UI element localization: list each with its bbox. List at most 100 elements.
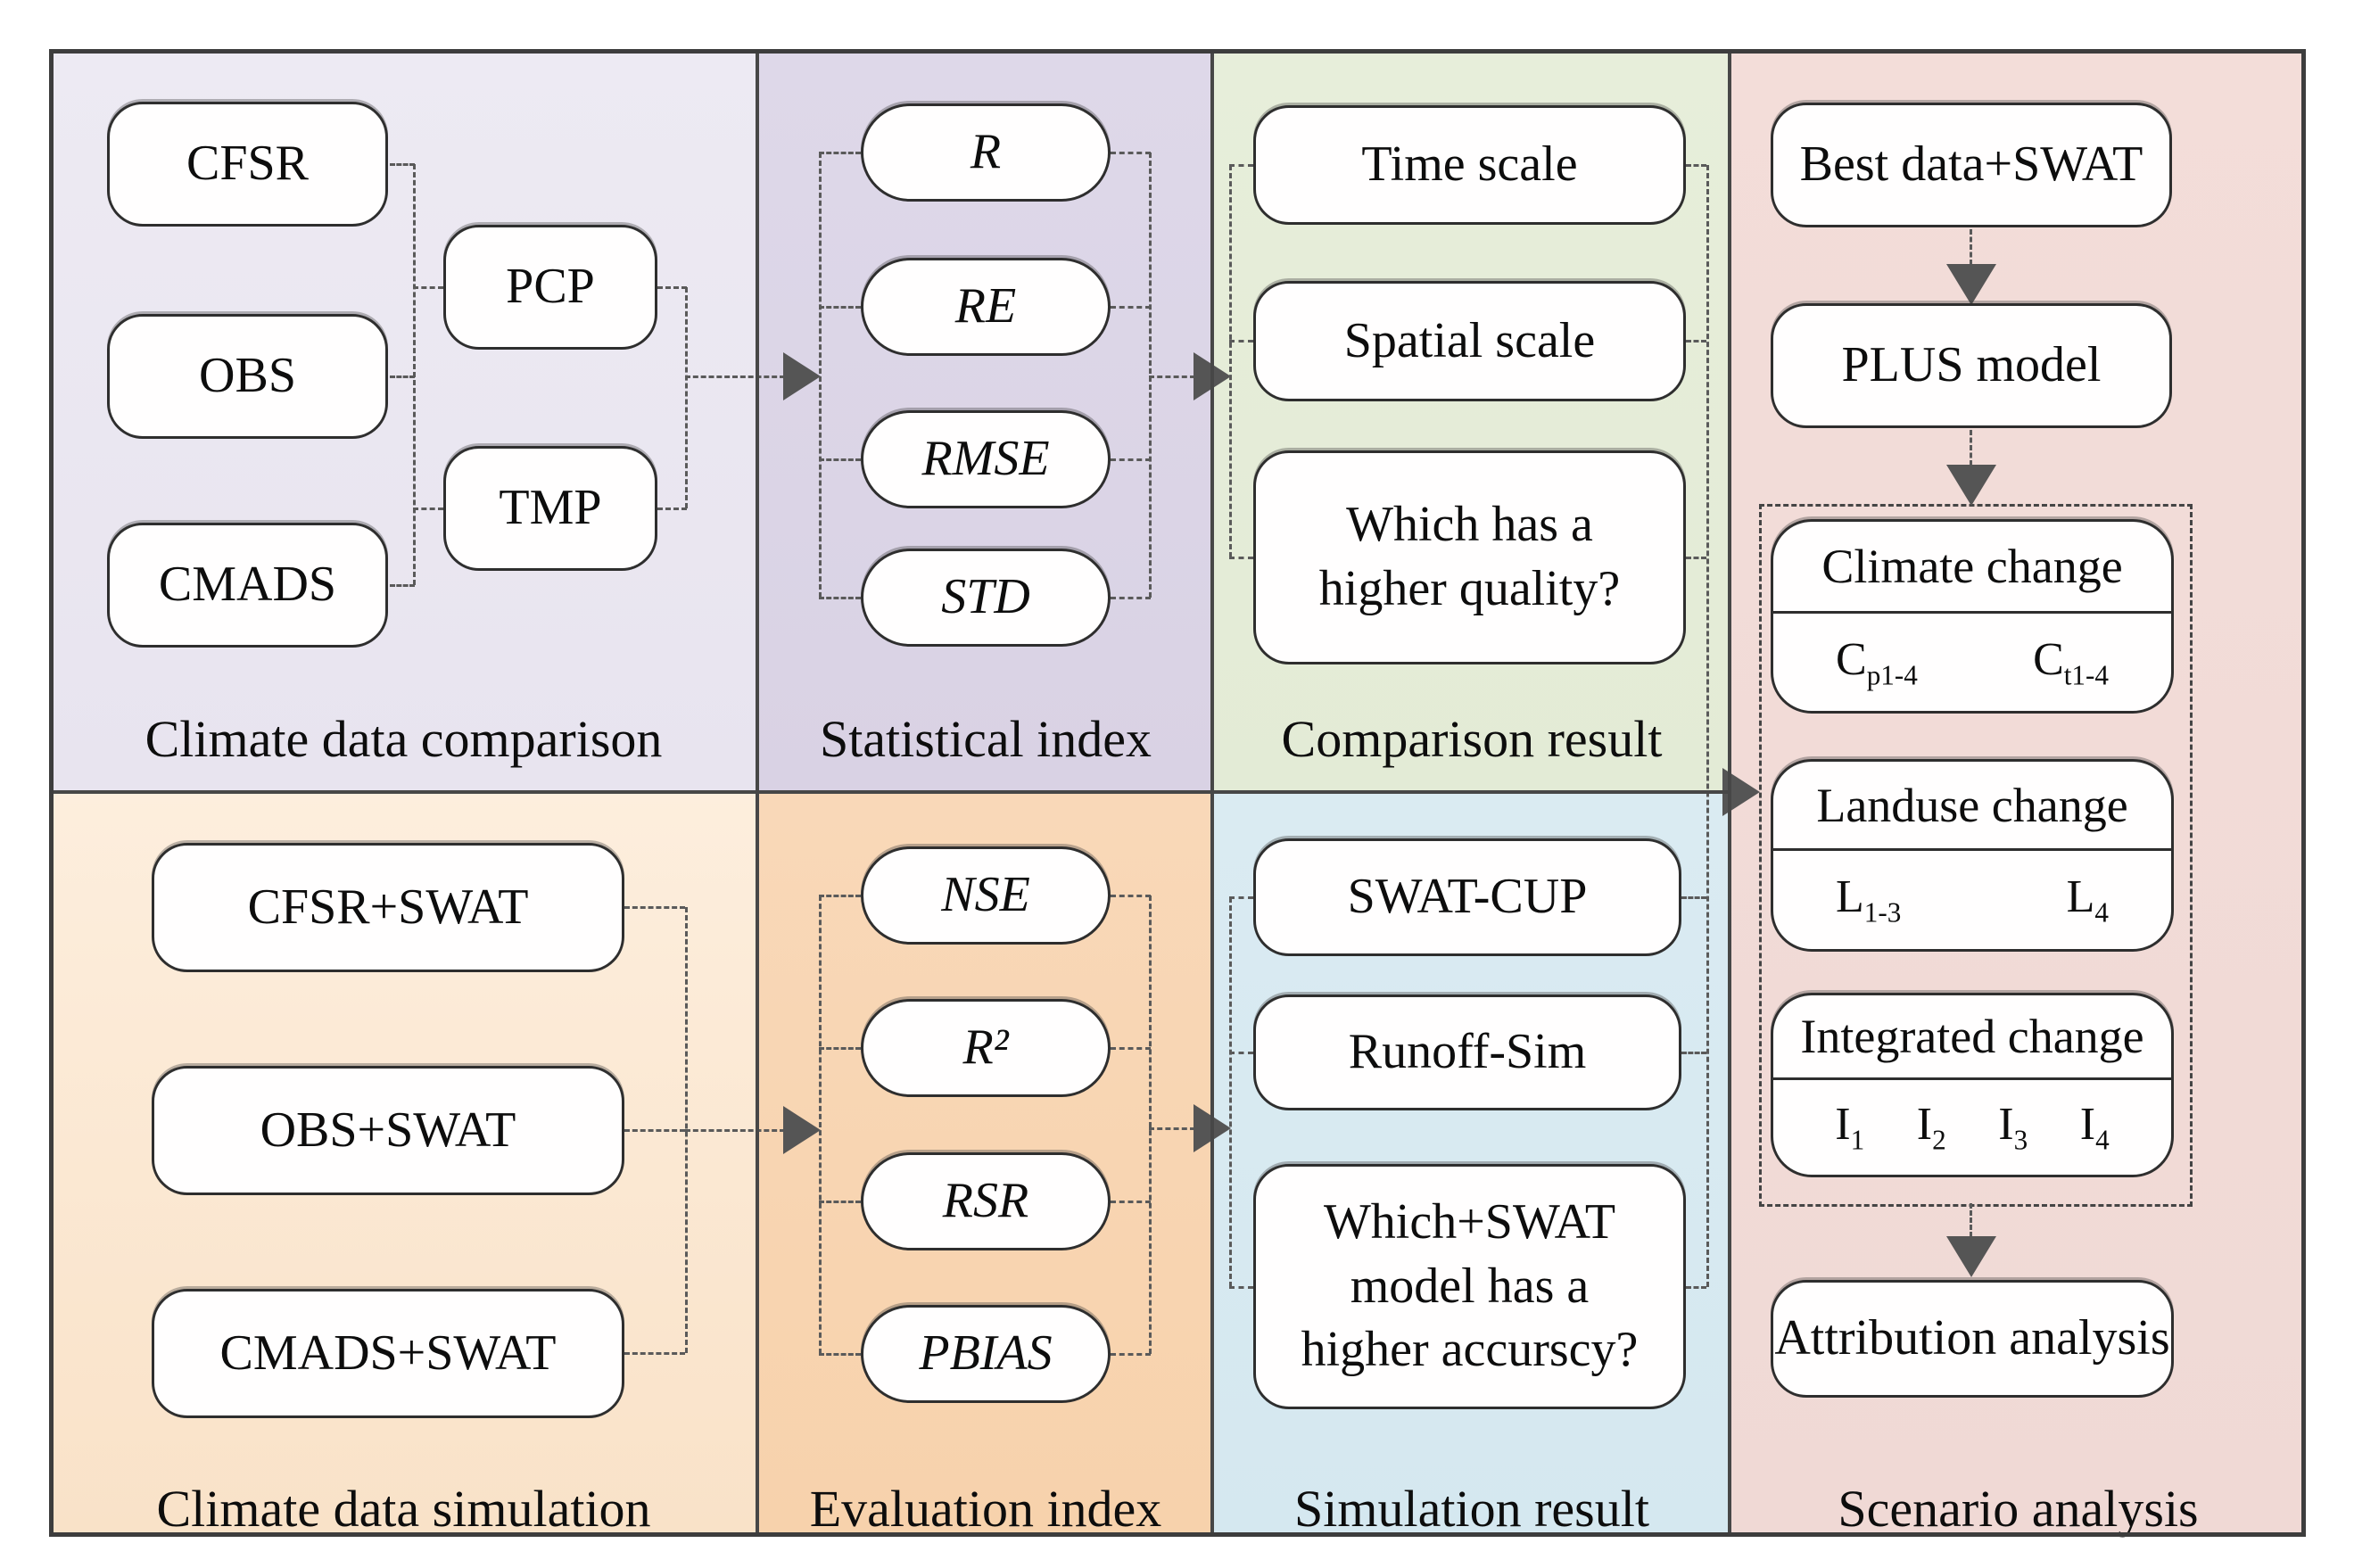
group-integrated-change: Integrated change I1 I2 I3 I4 [1771, 993, 2174, 1177]
node-pbias: PBIAS [861, 1305, 1111, 1403]
node-runoff-sim-label: Runoff-Sim [1348, 1024, 1587, 1080]
scenario-item: Cp1-4 [1836, 633, 1918, 691]
connector [413, 508, 443, 510]
scenario-item-sub: 2 [1932, 1124, 1946, 1156]
node-tmp: TMP [443, 446, 657, 571]
connector [1686, 164, 1706, 167]
node-plus-model-label: PLUS model [1841, 337, 2102, 393]
scenario-item-base: L [1836, 871, 1864, 923]
scenario-item: I1 [1835, 1098, 1864, 1156]
scenario-item-base: I [1916, 1099, 1933, 1151]
connector [1229, 896, 1253, 899]
node-best-data-swat: Best data+SWAT [1771, 103, 2172, 227]
node-pcp-label: PCP [506, 259, 595, 315]
connector-spine [1706, 165, 1709, 1287]
connector [1229, 165, 1232, 557]
node-spatial-scale: Spatial scale [1253, 281, 1686, 401]
group-landuse-change: Landuse change L1-3 L4 [1771, 759, 2174, 952]
connector [390, 584, 415, 587]
node-r: R [861, 103, 1111, 202]
connector [624, 1129, 685, 1132]
node-r2: R² [861, 999, 1111, 1097]
connector [1149, 375, 1195, 378]
connector [1970, 1203, 1972, 1237]
connector [413, 286, 443, 289]
connector [1111, 1353, 1151, 1356]
title-climate-data-simulation: Climate data simulation [156, 1480, 651, 1538]
connector [819, 306, 861, 309]
node-rsr: RSR [861, 1152, 1111, 1250]
title-scenario-analysis: Scenario analysis [1838, 1480, 2199, 1538]
title-simulation-result: Simulation result [1294, 1480, 1649, 1538]
node-cfsr-swat: CFSR+SWAT [152, 843, 624, 972]
connector [819, 1047, 861, 1050]
scenario-item-base: I [1835, 1099, 1851, 1151]
connector [1229, 1286, 1253, 1289]
scenario-item: L1-3 [1836, 871, 1901, 928]
scenario-item: I4 [2080, 1098, 2110, 1156]
scenario-item-sub: p1-4 [1866, 659, 1918, 691]
arrow-right-icon [783, 352, 821, 400]
connector [819, 1201, 861, 1203]
connector [1229, 1052, 1253, 1054]
scenario-item-base: I [1998, 1099, 2014, 1151]
scenario-item-base: C [1836, 633, 1867, 685]
connector [1229, 897, 1232, 1287]
node-obs-swat: OBS+SWAT [152, 1066, 624, 1195]
title-statistical-index: Statistical index [819, 710, 1152, 768]
node-runoff-sim: Runoff-Sim [1253, 994, 1681, 1110]
node-cfsr-swat-label: CFSR+SWAT [247, 879, 529, 935]
node-accuracy-question-label: Which+SWAT model has a higher accurscy? [1301, 1193, 1639, 1378]
connector [819, 895, 861, 897]
connector [1686, 557, 1706, 559]
connector [624, 1352, 685, 1355]
group-landuse-change-row: L1-3 L4 [1773, 851, 2171, 949]
scenario-item-base: C [2033, 633, 2064, 685]
connector [390, 375, 415, 378]
scenario-item: I2 [1917, 1098, 1946, 1156]
group-landuse-change-title: Landuse change [1773, 762, 2171, 851]
connector [1970, 229, 1972, 265]
node-obs-swat-label: OBS+SWAT [260, 1102, 516, 1158]
node-re: RE [861, 258, 1111, 356]
node-time-scale-label: Time scale [1361, 136, 1578, 193]
node-cmads-swat: CMADS+SWAT [152, 1289, 624, 1418]
node-quality-question: Which has a higher quality? [1253, 450, 1686, 664]
connector [1149, 153, 1152, 598]
node-r2-label: R² [962, 1019, 1009, 1076]
node-cmads-swat-label: CMADS+SWAT [219, 1325, 557, 1381]
node-swat-cup: SWAT-CUP [1253, 838, 1681, 956]
node-pbias-label: PBIAS [919, 1325, 1053, 1382]
node-rmse: RMSE [861, 410, 1111, 508]
scenario-item-sub: 1 [1850, 1124, 1865, 1156]
node-quality-question-label: Which has a higher quality? [1318, 497, 1621, 616]
node-rsr-label: RSR [942, 1173, 1029, 1229]
group-integrated-change-title: Integrated change [1773, 995, 2171, 1080]
scenario-item-base: L [2066, 871, 2095, 923]
arrow-right-icon [783, 1106, 821, 1154]
connector [1970, 430, 1972, 466]
connector [1111, 152, 1151, 154]
connector [819, 152, 861, 154]
connector [685, 1129, 785, 1132]
scenario-item-sub: 3 [2013, 1124, 2028, 1156]
connector [1111, 306, 1151, 309]
connector [1229, 164, 1253, 167]
connector [1111, 1047, 1151, 1050]
connector [819, 895, 822, 1354]
group-climate-change: Climate change Cp1-4 Ct1-4 [1771, 519, 2174, 714]
scenario-item: I3 [1998, 1098, 2028, 1156]
scenario-item-sub: 1-3 [1863, 896, 1902, 928]
group-integrated-change-row: I1 I2 I3 I4 [1773, 1080, 2171, 1175]
divider-horizontal [49, 790, 1731, 794]
node-attribution-analysis: Attribution analysis [1771, 1280, 2174, 1398]
scenario-item-sub: t1-4 [2063, 659, 2109, 691]
node-accuracy-question: Which+SWAT model has a higher accurscy? [1253, 1164, 1686, 1409]
node-nse-label: NSE [941, 867, 1030, 923]
node-cmads: CMADS [107, 523, 388, 648]
node-spatial-scale-label: Spatial scale [1343, 312, 1596, 368]
scenario-item-base: I [2079, 1099, 2096, 1151]
connector [819, 458, 861, 461]
scenario-item: Ct1-4 [2033, 633, 2109, 691]
